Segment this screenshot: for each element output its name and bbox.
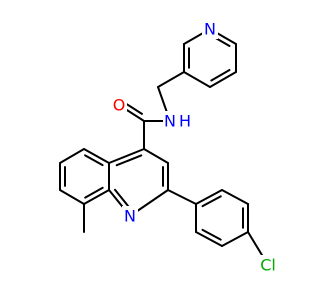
bond-ph-5-6-inner: [201, 228, 222, 241]
bond-quin-c8-c8a-inner: [84, 186, 104, 199]
bond-ph-1-2-inner: [201, 195, 222, 208]
bond-quin-c4a-c5-inner: [84, 154, 104, 167]
bond-ph-4-5: [221, 231, 249, 247]
bond-pyridine-ch2: [157, 71, 185, 88]
bond-quin-c8-c8a: [83, 189, 110, 205]
bond-quin-c4a-c4: [108, 148, 145, 164]
bond-quin-c5-c6: [59, 148, 85, 164]
bond-pyridine-c3-c4: [183, 71, 211, 88]
bond-quin-c4a-c4-inner: [115, 154, 143, 167]
bond-quin-phenyl: [167, 189, 197, 205]
atom-N-quinoline: N: [122, 206, 138, 226]
amide-nitrogen-label: N: [164, 112, 176, 131]
amide-hydrogen-label: H: [179, 112, 191, 131]
bond-quin-c4a-c5: [83, 148, 110, 164]
bond-pyridine-c4-c5-inner: [210, 68, 231, 82]
quinoline-nitrogen-label: N: [124, 207, 136, 226]
bond-quin-n1-c8a-inner: [113, 188, 131, 209]
pyridine-nitrogen-label: N: [204, 20, 216, 39]
molecule-diagram: N N H O N Cl: [59, 19, 281, 275]
bond-carbonyl-inner: [123, 101, 143, 115]
atom-labels: N N H O N Cl: [111, 19, 281, 275]
carbonyl-oxygen-label: O: [113, 96, 126, 115]
bond-lines: [59, 28, 269, 266]
atom-Cl: Cl: [255, 255, 281, 275]
atom-O-carbonyl: O: [111, 95, 127, 115]
bond-pyridine-c4-c5: [209, 71, 237, 88]
chlorine-label: Cl: [260, 256, 276, 275]
bond-ph-5-6: [195, 231, 223, 247]
bond-quin-c4-c3: [143, 148, 169, 164]
bond-quin-c7-c8: [59, 189, 85, 205]
atom-N-pyridine: N: [202, 19, 218, 39]
atom-NH-amide: N H: [163, 111, 193, 131]
bond-ph-2-3: [221, 189, 249, 205]
bond-ph-1-2: [195, 189, 223, 205]
